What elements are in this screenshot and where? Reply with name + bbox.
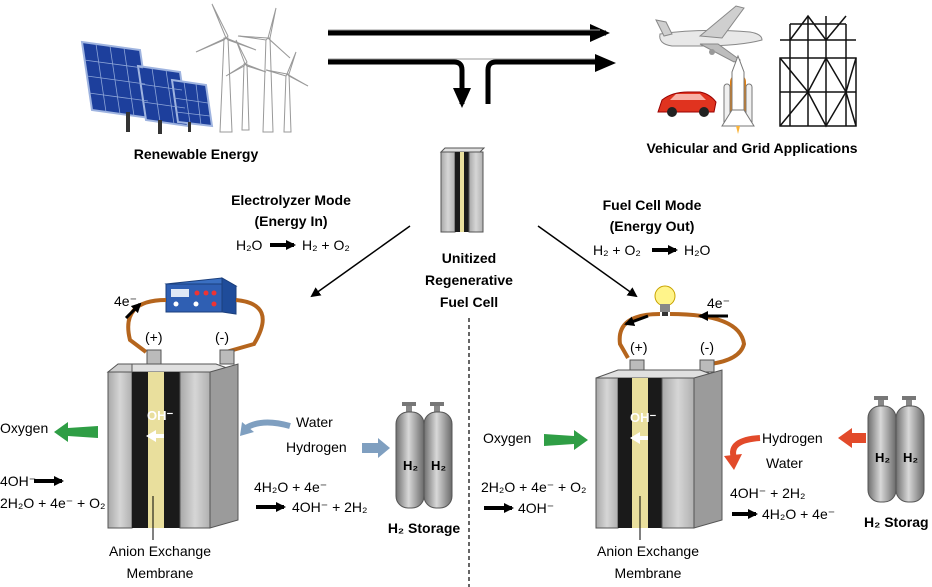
right-anode-eq1: 4OH⁻ + 2H₂ [730,485,805,501]
electrolyzer-mode-title: Electrolyzer Mode [231,192,351,208]
electrolyzer-eq-left: H₂O [236,237,263,253]
right-minus-label: (-) [700,339,714,355]
right-electron-arrow-2 [624,314,649,326]
right-tank2-label: H₂ [903,450,918,465]
fuelcell-eq-right: H₂O [684,242,711,258]
solar-panels-icon [80,40,214,134]
right-plus-label: (+) [630,339,648,355]
right-cathode-eq1: 2H₂O + 4e⁻ + O₂ [481,479,586,495]
vehicular-grid-label: Vehicular and Grid Applications [646,140,857,156]
left-tank1-label: H₂ [403,458,418,473]
right-oxygen-label: Oxygen [483,430,531,446]
left-h2-storage-label: H₂ Storage [388,520,461,536]
left-electron-arrow [124,302,142,320]
power-grid-icon [779,14,857,128]
electrolyzer-eq-right: H₂ + O₂ [302,237,350,253]
left-ion-arrow-icon [146,430,156,442]
left-oxygen-label: Oxygen [0,420,48,436]
fuelcell-eq-left: H₂ + O₂ [593,242,641,258]
left-anode-eq1: 4OH⁻ [0,473,36,489]
left-anode-eq2: 2H₂O + 4e⁻ + O₂ [0,495,105,511]
left-tank2-label: H₂ [431,458,446,473]
right-h2-storage-label: H₂ Storag [864,514,929,530]
renewable-energy-label: Renewable Energy [134,146,259,162]
car-icon [657,91,717,117]
left-water-arrow-icon [244,419,291,431]
left-membrane-label2: Membrane [127,565,194,581]
urfc-label-line1: Unitized [442,250,496,266]
electrolyzer-mode-arrow [310,225,411,298]
right-fuel-cell-stack [595,359,723,529]
wind-turbines-icon [195,3,309,133]
left-plus-label: (+) [145,329,163,345]
fuelcell-mode-arrow [537,225,638,298]
right-oxygen-arrow-icon [544,430,588,450]
left-hydrogen-arrow-icon [362,438,390,458]
left-water-label: Water [296,414,333,430]
right-membrane-label2: Membrane [615,565,682,581]
right-electron-label: 4e⁻ [707,295,730,311]
urfc-label-line3: Fuel Cell [440,294,498,310]
left-cathode-eq1: 4H₂O + 4e⁻ [254,479,327,495]
fuelcell-mode-title: Fuel Cell Mode [603,197,702,213]
right-hydrogen-arrow-icon [838,428,866,448]
energy-flow-arrows [328,24,610,108]
left-hydrogen-label: Hydrogen [286,439,347,455]
left-wire-negative [225,298,265,354]
right-tank1-label: H₂ [875,450,890,465]
left-cathode-eq2: 4OH⁻ + 2H₂ [292,499,367,515]
left-minus-label: (-) [215,329,229,345]
arrow-head-right-icon [595,54,616,72]
space-shuttle-icon [721,54,755,134]
light-bulb-icon [654,285,676,316]
right-h2-tanks-icon [867,396,925,503]
left-fuel-cell-stack [106,349,239,529]
right-cathode-eq2: 4OH⁻ [518,500,554,516]
right-ion-label: OH⁻ [630,410,657,425]
right-hydrogen-label: Hydrogen [762,430,823,446]
left-membrane-label1: Anion Exchange [109,543,211,559]
electrolyzer-mode-subtitle: (Energy In) [254,213,327,229]
left-electron-label: 4e⁻ [114,293,137,309]
urfc-cell-icon [439,147,486,233]
right-water-label: Water [766,455,803,471]
power-supply-icon [164,277,238,315]
right-ion-arrow-icon [630,432,640,444]
airplane-icon [655,5,763,63]
left-ion-label: OH⁻ [147,408,174,423]
left-h2-tanks-icon [395,402,453,509]
right-membrane-label1: Anion Exchange [597,543,699,559]
right-anode-eq2: 4H₂O + 4e⁻ [762,506,835,522]
left-oxygen-arrow-icon [54,422,98,442]
urfc-label-line2: Regenerative [425,272,513,288]
fuelcell-mode-subtitle: (Energy Out) [610,218,695,234]
top-arrow-outline [328,29,600,60]
